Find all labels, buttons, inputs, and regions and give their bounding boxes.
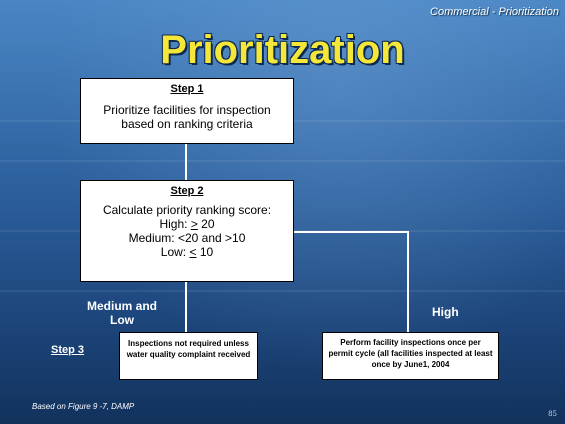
low-criterion: Low: < 10 — [81, 245, 293, 259]
outcome-left-box: Inspections not required unless water qu… — [119, 332, 258, 380]
step2-heading: Step 2 — [170, 185, 204, 197]
outcome-right-box: Perform facility inspections once per pe… — [322, 332, 499, 380]
branch-label-high: High — [432, 305, 459, 319]
high-value: 20 — [201, 217, 215, 231]
step2-box: Step 2 Calculate priority ranking score:… — [80, 180, 294, 282]
low-value: 10 — [199, 245, 214, 259]
greater-equal-symbol: > — [190, 217, 198, 231]
section-label: Commercial - Prioritization — [430, 6, 559, 18]
step1-heading: Step 1 — [170, 83, 204, 95]
medium-criterion: Medium: <20 and >10 — [128, 231, 246, 245]
step2-body: Calculate priority ranking score: High: … — [81, 203, 293, 259]
water-ripple — [0, 160, 565, 162]
high-criterion: High: > 20 — [81, 217, 293, 231]
connector-step2-right-horizontal — [292, 231, 408, 233]
footer-note: Based on Figure 9 -7, DAMP — [32, 402, 135, 411]
step2-intro: Calculate priority ranking score: — [102, 203, 272, 217]
branch-label-medium-low: Medium and Low — [86, 299, 157, 327]
step3-label: Step 3 — [51, 344, 85, 356]
less-equal-symbol: < — [189, 245, 197, 259]
connector-step1-step2 — [185, 142, 187, 180]
outcome-left-text: Inspections not required unless water qu… — [126, 339, 251, 359]
page-number: 85 — [548, 410, 557, 418]
connector-step2-right-vertical — [407, 231, 409, 332]
slide-title: Prioritization — [160, 28, 405, 72]
connector-step2-left — [185, 280, 187, 332]
step1-box: Step 1 Prioritize facilities for inspect… — [80, 78, 294, 144]
outcome-right-text: Perform facility inspections once per pe… — [328, 338, 493, 369]
low-label: Low: — [160, 245, 187, 259]
high-label: High: — [159, 217, 188, 231]
water-ripple — [0, 290, 565, 292]
step1-text: Prioritize facilities for inspection bas… — [103, 103, 271, 131]
